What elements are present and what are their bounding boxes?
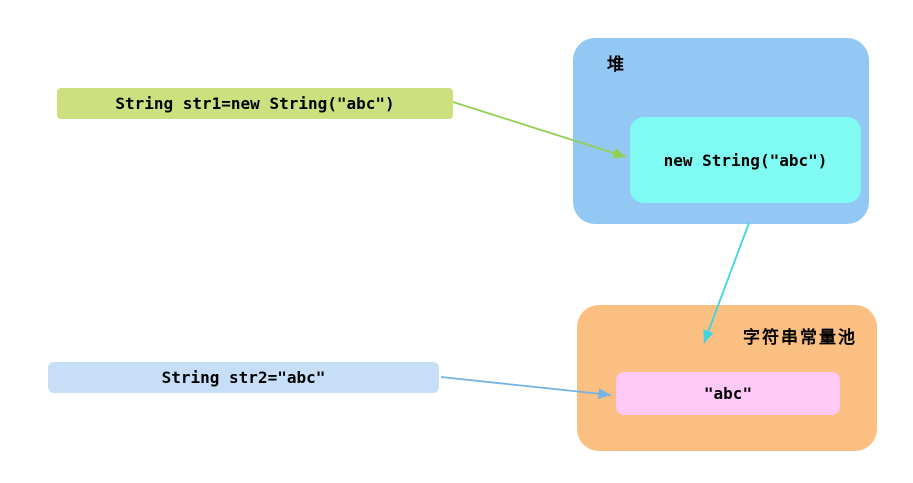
str1-declaration-box: String str1=new String("abc") bbox=[57, 88, 453, 119]
abc-literal-box: "abc" bbox=[616, 372, 840, 415]
new-string-object-label: new String("abc") bbox=[663, 150, 828, 170]
heap-container: 堆 new String("abc") bbox=[573, 38, 869, 224]
str1-declaration-label: String str1=new String("abc") bbox=[115, 94, 395, 113]
abc-literal-label: "abc" bbox=[703, 384, 753, 403]
str2-declaration-box: String str2="abc" bbox=[48, 362, 439, 393]
str2-declaration-label: String str2="abc" bbox=[161, 368, 326, 387]
constant-pool-container: 字符串常量池 "abc" bbox=[577, 305, 877, 451]
constant-pool-label: 字符串常量池 bbox=[743, 328, 857, 348]
heap-label: 堆 bbox=[607, 55, 626, 75]
new-string-object-box: new String("abc") bbox=[630, 117, 861, 203]
